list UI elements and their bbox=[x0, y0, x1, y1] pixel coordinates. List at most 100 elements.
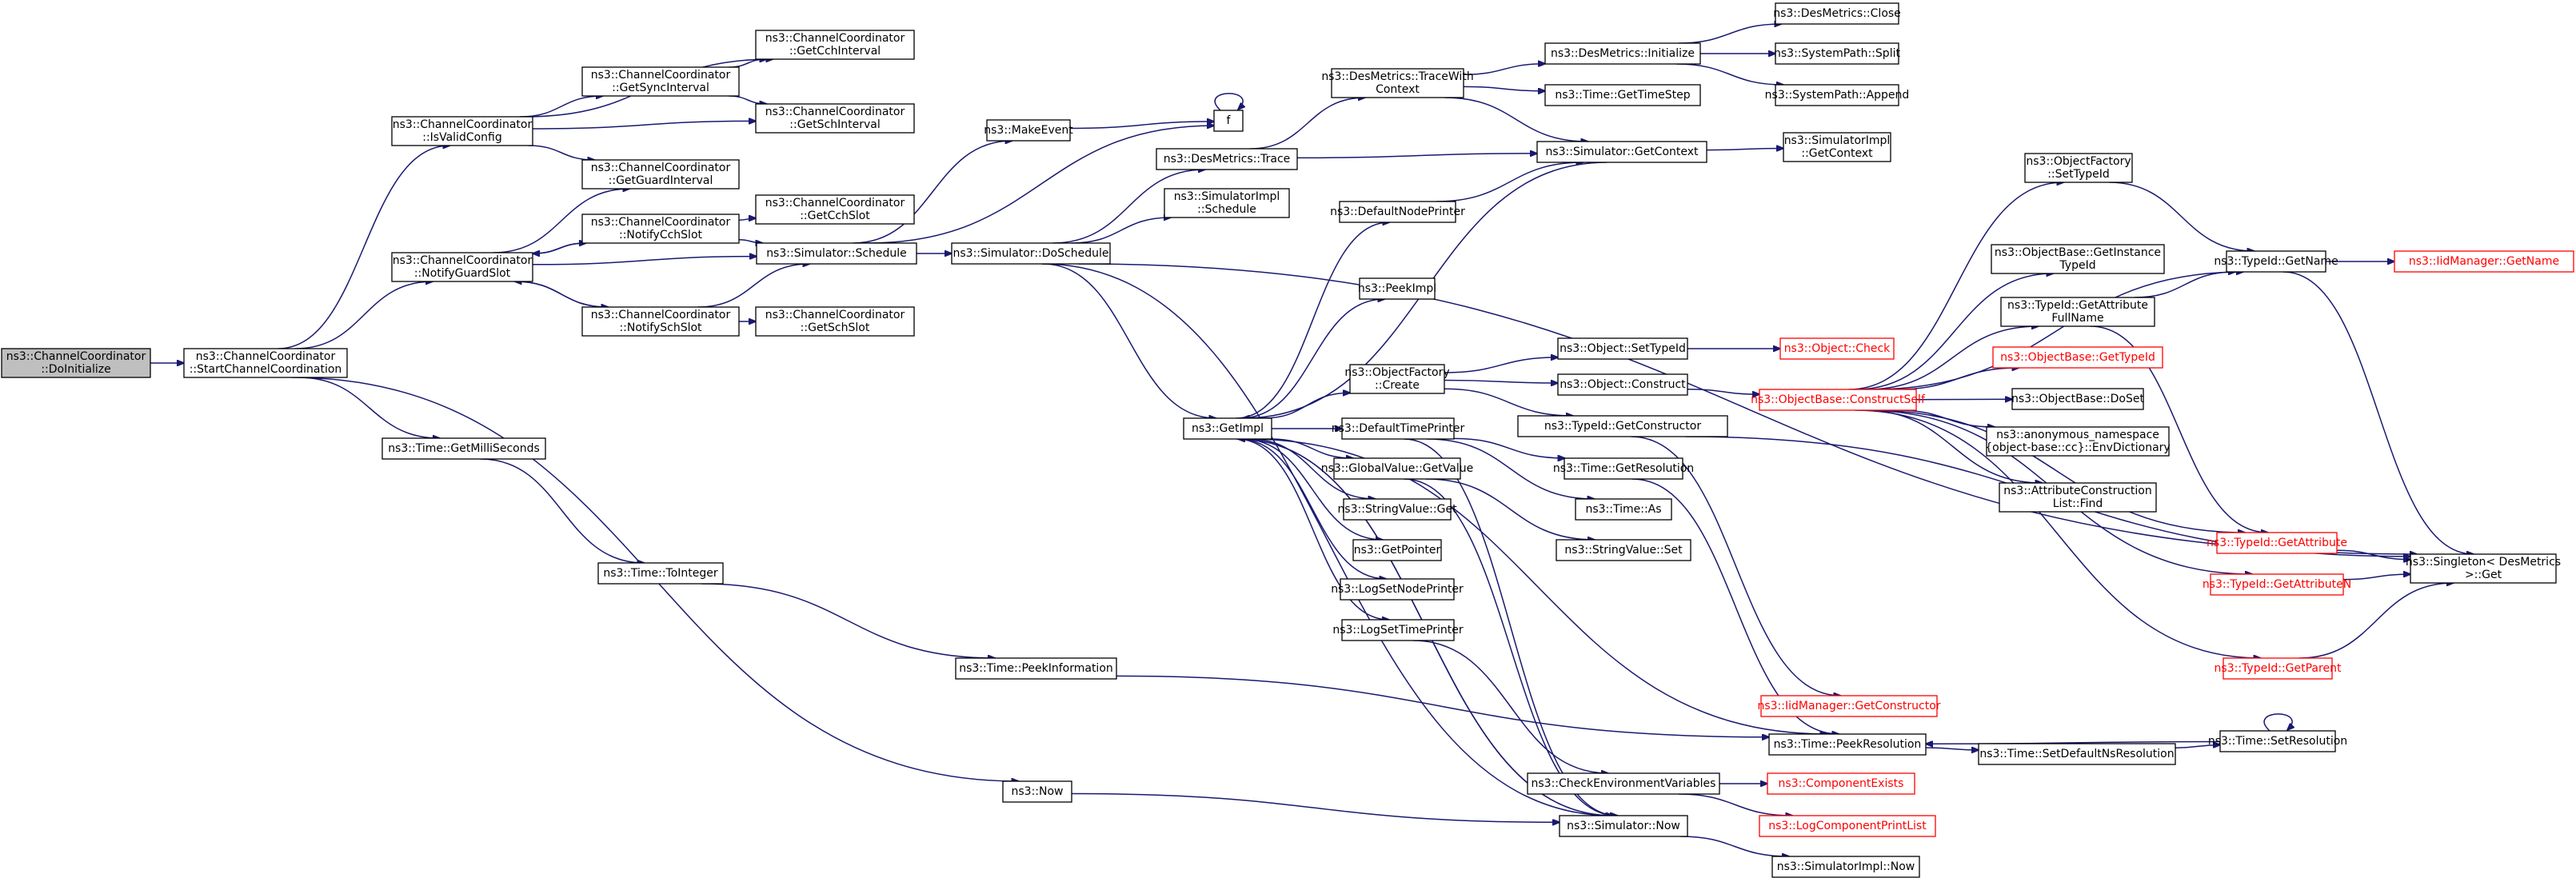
graph-node-n67[interactable]: ns3::TypeId::GetName bbox=[2214, 250, 2338, 273]
graph-node-n20[interactable]: f bbox=[1213, 110, 1244, 132]
node-label: FullName bbox=[2051, 312, 2103, 325]
graph-node-n69[interactable]: ns3::IidManager::GetName bbox=[2394, 250, 2574, 273]
node-box bbox=[1991, 244, 2165, 274]
graph-node-n12[interactable]: ns3::ChannelCoordinator::GetCchSlot bbox=[755, 194, 915, 225]
graph-node-n35[interactable]: ns3::DesMetrics::Initialize bbox=[1544, 42, 1701, 65]
node-label: f bbox=[1227, 114, 1232, 127]
graph-node-n16[interactable]: ns3::Time::ToInteger bbox=[597, 562, 724, 585]
graph-node-n15[interactable]: ns3::ChannelCoordinator::GetSchSlot bbox=[755, 306, 915, 337]
graph-node-n8[interactable]: ns3::ChannelCoordinator::GetSyncInterval bbox=[581, 66, 740, 97]
node-label: ns3::CheckEnvironmentVariables bbox=[1532, 777, 1716, 790]
graph-node-n17[interactable]: ns3::Time::PeekInformation bbox=[955, 657, 1117, 680]
node-box bbox=[381, 437, 546, 460]
call-edge-n2-n5 bbox=[298, 377, 440, 438]
graph-node-n30[interactable]: ns3::StringValue::Get bbox=[1337, 498, 1457, 521]
graph-node-n29[interactable]: ns3::GlobalValue::GetValue bbox=[1321, 457, 1473, 480]
graph-node-n11[interactable]: ns3::ChannelCoordinator::NotifyCchSlot bbox=[581, 214, 740, 244]
graph-node-n54[interactable]: ns3::LogComponentPrintList bbox=[1759, 815, 1936, 837]
graph-node-n26[interactable]: ns3::PeekImpl bbox=[1358, 277, 1436, 300]
graph-node-n39[interactable]: ns3::Object::Construct bbox=[1557, 373, 1688, 396]
node-box bbox=[1759, 389, 1917, 411]
node-box bbox=[1556, 539, 1691, 561]
graph-node-n10[interactable]: ns3::ChannelCoordinator::GetGuardInterva… bbox=[581, 159, 740, 190]
node-label: ns3::ObjectFactory bbox=[2026, 155, 2131, 168]
graph-node-n21[interactable]: ns3::DesMetrics::Trace bbox=[1156, 148, 1298, 170]
graph-node-n48[interactable]: ns3::SimulatorImpl::GetContext bbox=[1783, 132, 1891, 162]
call-edge-n50-n63 bbox=[1869, 409, 2245, 533]
graph-node-n14[interactable]: ns3::ChannelCoordinator::NotifySchSlot bbox=[581, 306, 740, 337]
graph-node-n19[interactable]: ns3::Simulator::DoSchedule bbox=[951, 242, 1111, 265]
node-box bbox=[1557, 373, 1688, 396]
graph-node-n51[interactable]: ns3::IidManager::GetConstructor bbox=[1757, 695, 1941, 717]
graph-node-n22[interactable]: ns3::SimulatorImpl::Schedule bbox=[1164, 188, 1290, 218]
call-edge-n44-n54 bbox=[1678, 793, 1793, 816]
graph-node-n23[interactable]: ns3::GetImpl bbox=[1183, 417, 1272, 440]
node-box bbox=[1331, 68, 1464, 98]
graph-node-n61[interactable]: ns3::anonymous_namespace{object-base::cc… bbox=[1985, 426, 2171, 457]
graph-node-n70[interactable]: ns3::Singleton< DesMetrics >::Get bbox=[2406, 553, 2561, 584]
graph-node-n37[interactable]: ns3::Simulator::GetContext bbox=[1536, 141, 1707, 163]
graph-node-n43[interactable]: ns3::StringValue::Set bbox=[1556, 539, 1691, 561]
graph-node-n36[interactable]: ns3::Time::GetTimeStep bbox=[1544, 84, 1701, 106]
graph-node-n68[interactable]: ns3::Time::SetResolution bbox=[2208, 730, 2347, 752]
node-box bbox=[1999, 482, 2157, 513]
call-edge-n19-n70 bbox=[1078, 263, 2417, 554]
graph-node-n45[interactable]: ns3::DesMetrics::Close bbox=[1773, 2, 1901, 25]
node-label: ns3::ObjectBase::GetInstance bbox=[1995, 246, 2161, 259]
graph-node-n32[interactable]: ns3::LogSetNodePrinter bbox=[1331, 578, 1464, 601]
graph-node-n66[interactable]: ns3::Time::SetDefaultNsResolution bbox=[1978, 743, 2176, 765]
node-label: ns3::PeekImpl bbox=[1358, 282, 1436, 295]
graph-node-n41[interactable]: ns3::Time::GetResolution bbox=[1553, 457, 1694, 480]
graph-node-n18[interactable]: ns3::MakeEvent bbox=[984, 119, 1073, 142]
node-label: ::GetGuardInterval bbox=[609, 174, 713, 187]
graph-node-n50[interactable]: ns3::ObjectBase::ConstructSelf bbox=[1751, 389, 1926, 411]
graph-node-n2[interactable]: ns3::ChannelCoordinator::StartChannelCoo… bbox=[183, 348, 348, 378]
graph-node-n53[interactable]: ns3::ComponentExists bbox=[1767, 772, 1915, 795]
call-edge-n24-n36 bbox=[1463, 86, 1545, 90]
graph-node-n59[interactable]: ns3::ObjectBase::GetTypeId bbox=[1992, 346, 2163, 369]
graph-node-n47[interactable]: ns3::SystemPath::Append bbox=[1765, 84, 1910, 106]
graph-node-n34[interactable]: ns3::Simulator::Now bbox=[1559, 815, 1688, 837]
graph-node-n27[interactable]: ns3::ObjectFactory::Create bbox=[1344, 364, 1450, 394]
graph-node-n40[interactable]: ns3::TypeId::GetConstructor bbox=[1517, 415, 1728, 437]
graph-node-n38[interactable]: ns3::Object::SetTypeId bbox=[1557, 337, 1688, 360]
graph-node-n13[interactable]: ns3::Simulator::Schedule bbox=[756, 242, 917, 265]
call-edge-n17-n52 bbox=[1116, 675, 1769, 736]
graph-node-n4[interactable]: ns3::ChannelCoordinator::NotifyGuardSlot bbox=[391, 252, 533, 282]
graph-node-n3[interactable]: ns3::ChannelCoordinator::IsValidConfig bbox=[391, 116, 533, 146]
graph-node-n64[interactable]: ns3::TypeId::GetAttributeN bbox=[2203, 573, 2351, 596]
graph-node-n52[interactable]: ns3::Time::PeekResolution bbox=[1768, 733, 1927, 756]
graph-node-n25[interactable]: ns3::DefaultNodePrinter bbox=[1330, 201, 1465, 223]
graph-node-n9[interactable]: ns3::ChannelCoordinator::GetSchInterval bbox=[755, 103, 915, 134]
graph-node-n31[interactable]: ns3::GetPointer bbox=[1352, 539, 1442, 561]
node-box bbox=[1759, 815, 1936, 837]
graph-node-n5[interactable]: ns3::Time::GetMilliSeconds bbox=[381, 437, 546, 460]
graph-node-n33[interactable]: ns3::LogSetTimePrinter bbox=[1332, 619, 1464, 641]
graph-node-n7[interactable]: ns3::ChannelCoordinator::GetCchInterval bbox=[755, 30, 915, 60]
graph-node-n44[interactable]: ns3::CheckEnvironmentVariables bbox=[1527, 772, 1720, 795]
graph-node-n60[interactable]: ns3::ObjectBase::DoSet bbox=[2011, 388, 2144, 410]
graph-node-n42[interactable]: ns3::Time::As bbox=[1575, 498, 1672, 521]
call-edge-n58-n63 bbox=[2090, 325, 2268, 533]
call-edge-n23-n29 bbox=[1271, 438, 1353, 458]
call-edge-n27-n39 bbox=[1444, 379, 1558, 384]
graph-node-n49[interactable]: ns3::Object::Check bbox=[1779, 337, 1895, 360]
graph-node-n63[interactable]: ns3::TypeId::GetAttribute bbox=[2207, 532, 2347, 554]
node-box bbox=[2210, 573, 2344, 596]
graph-node-n6[interactable]: ns3::Now bbox=[1002, 780, 1072, 803]
call-edge-n66-n68 bbox=[2175, 745, 2220, 748]
graph-node-n46[interactable]: ns3::SystemPath::Split bbox=[1774, 42, 1900, 65]
call-edge-n39-n50 bbox=[1687, 388, 1759, 394]
graph-node-n28[interactable]: ns3::DefaultTimePrinter bbox=[1332, 417, 1465, 440]
call-edge-n29-n34 bbox=[1404, 478, 1617, 816]
graph-node-n56[interactable]: ns3::ObjectFactory::SetTypeId bbox=[2024, 153, 2133, 183]
call-edge-n19-n21 bbox=[1052, 170, 1205, 244]
node-label: ns3::StringValue::Get bbox=[1337, 503, 1457, 516]
node-label: ns3::ComponentExists bbox=[1779, 777, 1904, 790]
graph-node-n55[interactable]: ns3::SimulatorImpl::Now bbox=[1771, 856, 1920, 878]
graph-node-n65[interactable]: ns3::TypeId::GetParent bbox=[2215, 657, 2342, 680]
